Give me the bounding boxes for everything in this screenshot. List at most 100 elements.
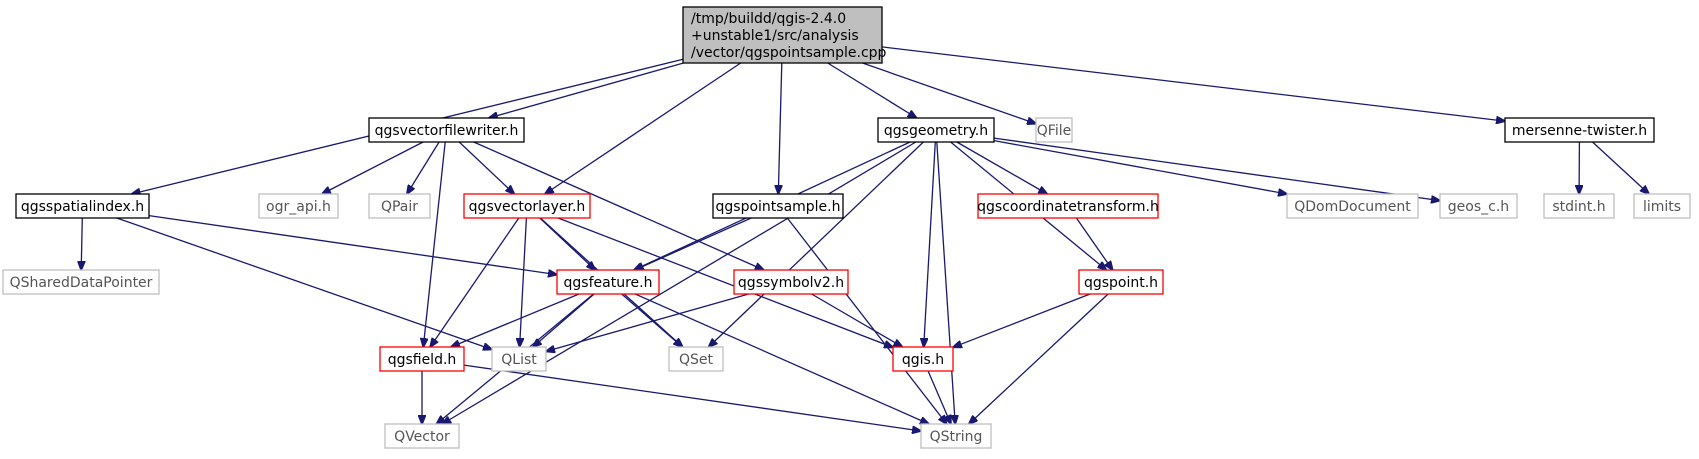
edge-root-to-qgspointsample <box>778 62 782 194</box>
edge-qgsspatialindex-to-qlist <box>116 217 492 350</box>
node-box-root <box>682 6 883 64</box>
node-box-qgspoint <box>1078 269 1164 295</box>
node-qgspointsample[interactable]: qgspointsample.h <box>712 193 844 219</box>
edge-root-to-qgsvectorlayer <box>545 62 742 194</box>
node-label-root-line-0: /tmp/buildd/qgis-2.4.0 <box>691 11 846 27</box>
edge-qgspointsample-to-qgsfeature <box>635 217 752 270</box>
node-qgsspatialindex[interactable]: qgsspatialindex.h <box>15 193 150 219</box>
node-qset: QSet <box>668 346 724 372</box>
node-label-qdomdocument: QDomDocument <box>1294 199 1411 215</box>
node-label-qstring: QString <box>930 429 983 445</box>
node-qgsfeature[interactable]: qgsfeature.h <box>556 269 660 295</box>
node-qgsfield[interactable]: qgsfield.h <box>379 346 465 372</box>
node-label-qgssymbolv2: qgssymbolv2.h <box>738 275 844 291</box>
node-box-qdomdocument <box>1286 193 1419 219</box>
node-label-qgsfield: qgsfield.h <box>388 352 457 368</box>
node-qdomdocument: QDomDocument <box>1286 193 1419 219</box>
node-box-qfile <box>1035 117 1073 143</box>
edge-qgsgeometry-to-qset <box>709 141 924 347</box>
node-box-qgsspatialindex <box>15 193 150 219</box>
edge-qgsgeometry-to-qgscoordinatetransform <box>956 141 1047 194</box>
node-qgis[interactable]: qgis.h <box>892 346 954 372</box>
node-box-qshareddatapointer <box>2 269 160 295</box>
node-box-qgsfeature <box>556 269 660 295</box>
edge-qgspointsample-to-qstring <box>786 217 946 424</box>
node-label-mersenne: mersenne-twister.h <box>1512 123 1647 139</box>
edge-mersenne-to-limits <box>1592 141 1650 194</box>
edges-layer <box>81 46 1650 431</box>
node-label-geos_c: geos_c.h <box>1448 199 1509 215</box>
node-box-limits <box>1633 193 1691 219</box>
node-label-qgis: qgis.h <box>902 352 944 368</box>
edge-qgsvectorfilewriter-to-qgsfield <box>423 141 446 347</box>
node-limits: limits <box>1633 193 1691 219</box>
node-box-qlist <box>491 346 547 372</box>
node-label-qfile: QFile <box>1037 123 1071 139</box>
node-qfile: QFile <box>1035 117 1073 143</box>
node-box-qstring <box>920 423 992 449</box>
edge-qgscoordinatetransform-to-qgspoint <box>1075 217 1112 270</box>
node-stdint: stdint.h <box>1543 193 1615 219</box>
edge-qgis-to-qstring <box>927 370 951 424</box>
node-qstring: QString <box>920 423 992 449</box>
edge-root-to-qgsgeometry <box>827 62 917 118</box>
edge-root-to-qfile <box>862 62 1037 124</box>
edge-root-to-mersenne <box>881 46 1505 121</box>
node-qlist: QList <box>491 346 547 372</box>
edge-qgssymbolv2-to-qlist <box>546 293 749 351</box>
node-label-qgsfeature: qgsfeature.h <box>564 275 653 291</box>
node-box-geos_c <box>1439 193 1518 219</box>
node-box-stdint <box>1543 193 1615 219</box>
node-label-qvector: QVector <box>394 429 450 445</box>
node-label-qgsgeometry: qgsgeometry.h <box>884 123 988 139</box>
node-box-qgsgeometry <box>877 117 995 143</box>
node-qshareddatapointer: QSharedDataPointer <box>2 269 160 295</box>
node-root[interactable]: /tmp/buildd/qgis-2.4.0+unstable1/src/ana… <box>682 6 887 64</box>
node-label-qgsvectorlayer: qgsvectorlayer.h <box>469 199 586 215</box>
node-qgspoint[interactable]: qgspoint.h <box>1078 269 1164 295</box>
edge-qgsvectorlayer-to-qgis <box>557 217 893 347</box>
node-qgsgeometry[interactable]: qgsgeometry.h <box>877 117 995 143</box>
edge-qgsgeometry-to-qvector <box>442 141 917 424</box>
edge-qgsfeature-to-qset <box>621 293 683 347</box>
node-box-mersenne <box>1504 117 1655 143</box>
edge-qgssymbolv2-to-qgis <box>811 293 903 347</box>
edge-qgsvectorfilewriter-to-ogr_api <box>322 141 424 194</box>
edge-qgsvectorlayer-to-qgsfield <box>430 217 520 347</box>
node-box-qgsfield <box>379 346 465 372</box>
node-qpair: QPair <box>368 193 431 219</box>
edge-qgspoint-to-qstring <box>969 293 1109 424</box>
edge-qgsvectorfilewriter-to-qgssymbolv2 <box>473 141 764 270</box>
node-box-qgsvectorfilewriter <box>368 117 525 143</box>
node-label-qpair: QPair <box>381 199 418 215</box>
node-label-root-line-1: +unstable1/src/analysis <box>691 28 859 44</box>
node-box-qgis <box>892 346 954 372</box>
edge-root-to-qgsvectorfilewriter <box>489 62 684 118</box>
node-label-qgspointsample: qgspointsample.h <box>716 199 841 215</box>
edge-qgsfeature-to-qgsfield <box>451 293 580 347</box>
node-qgsvectorfilewriter[interactable]: qgsvectorfilewriter.h <box>368 117 525 143</box>
edge-qgsgeometry-to-qdomdocument <box>993 139 1287 194</box>
edge-qgsfield-to-qstring <box>463 364 921 431</box>
node-qgscoordinatetransform[interactable]: qgscoordinatetransform.h <box>977 193 1159 219</box>
node-box-qgsvectorlayer <box>463 193 591 219</box>
node-label-qshareddatapointer: QSharedDataPointer <box>10 275 153 291</box>
node-qgsvectorlayer[interactable]: qgsvectorlayer.h <box>463 193 591 219</box>
node-qvector: QVector <box>384 423 460 449</box>
node-geos_c: geos_c.h <box>1439 193 1518 219</box>
edge-qgsfeature-to-qlist <box>533 293 595 347</box>
node-mersenne[interactable]: mersenne-twister.h <box>1504 117 1655 143</box>
edge-qgsspatialindex-to-qgsfeature <box>148 214 557 275</box>
node-label-limits: limits <box>1643 199 1681 215</box>
node-box-ogr_api <box>258 193 339 219</box>
edge-qgsgeometry-to-geos_c <box>993 137 1440 201</box>
node-label-ogr_api: ogr_api.h <box>266 199 331 215</box>
edge-qgsgeometry-to-qstring <box>936 141 955 424</box>
nodes-layer: /tmp/buildd/qgis-2.4.0+unstable1/src/ana… <box>2 6 1691 449</box>
node-box-qgspointsample <box>712 193 844 219</box>
edge-qgsvectorlayer-to-qlist <box>520 217 528 347</box>
edge-qgsspatialindex-to-qshareddatapointer <box>81 217 82 270</box>
node-qgssymbolv2[interactable]: qgssymbolv2.h <box>733 269 849 295</box>
edge-qgsgeometry-to-qgis <box>924 141 936 347</box>
node-label-qlist: QList <box>501 352 537 368</box>
